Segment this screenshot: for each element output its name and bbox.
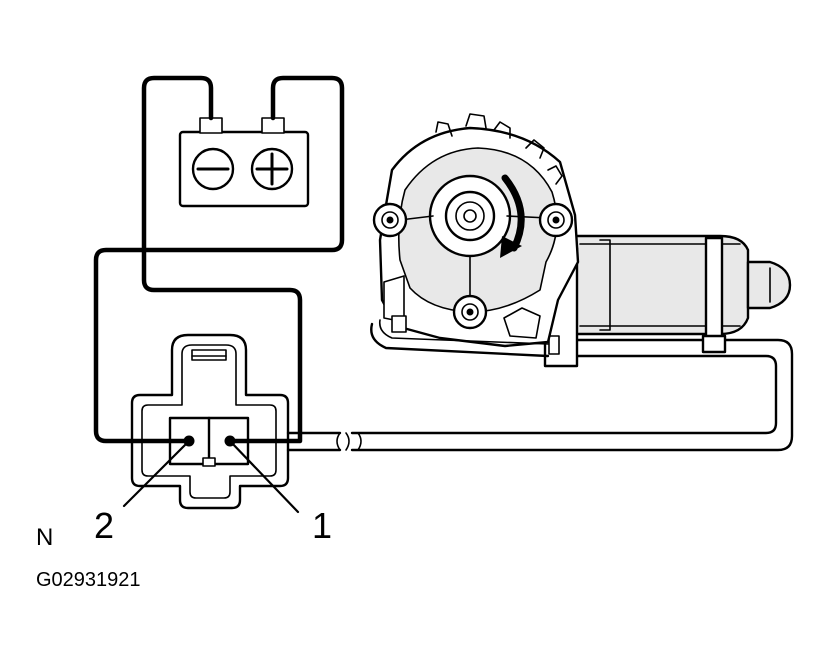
pin-label-1: 1 bbox=[312, 505, 332, 546]
mount-right bbox=[538, 202, 574, 238]
callouts bbox=[122, 439, 300, 514]
harness-cable bbox=[286, 338, 794, 452]
rotation-arrow-icon bbox=[500, 174, 525, 258]
mount-bottom bbox=[452, 294, 488, 330]
minus-icon bbox=[191, 147, 235, 191]
motor-assembly bbox=[370, 113, 792, 368]
test-leads bbox=[93, 75, 345, 444]
plus-icon bbox=[250, 147, 294, 191]
mount-left bbox=[372, 202, 408, 238]
pin-label-2: 2 bbox=[94, 505, 114, 546]
connector bbox=[130, 333, 290, 510]
figure-code: G02931921 bbox=[36, 569, 141, 591]
corner-label: N bbox=[36, 524, 53, 551]
battery bbox=[178, 117, 310, 208]
